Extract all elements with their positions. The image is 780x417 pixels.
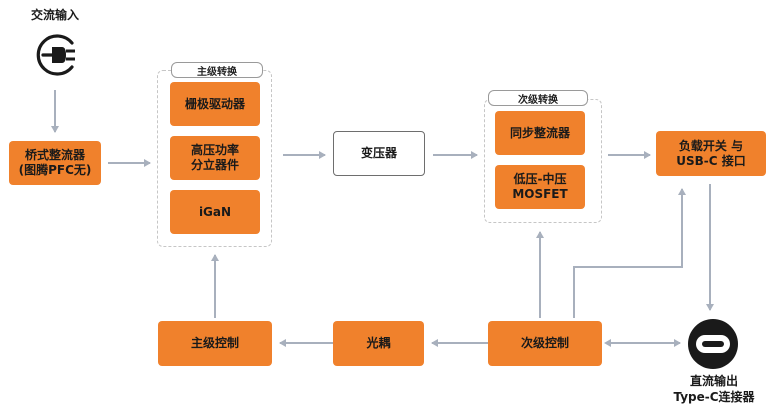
bridge-rectifier-block: 桥式整流器 (图腾PFC无): [9, 141, 101, 185]
secondary-conversion-label: 次级转换: [488, 90, 588, 106]
load-switch-block: 负载开关 与 USB-C 接口: [656, 131, 766, 176]
load-switch-line2: USB-C 接口: [676, 153, 746, 168]
igan-block: iGaN: [170, 190, 260, 234]
optocoupler-block: 光耦: [333, 321, 424, 366]
gate-driver-block: 栅极驱动器: [170, 82, 260, 126]
load-switch-line1: 负载开关 与: [678, 138, 744, 153]
bridge-rectifier-line1: 桥式整流器: [24, 148, 85, 162]
secondary-control-block: 次级控制: [488, 321, 602, 366]
usb-c-port-icon: [687, 318, 739, 370]
dc-output-line1: 直流输出: [689, 374, 738, 388]
transformer-block: 变压器: [333, 131, 425, 176]
arrow-control-to-load: [573, 188, 686, 318]
bridge-rectifier-line2: (图腾PFC无): [18, 163, 92, 177]
lv-mv-mosfet-block: 低压-中压 MOSFET: [495, 165, 585, 209]
ac-input-label: 交流输入: [30, 8, 79, 22]
primary-conversion-label: 主级转换: [171, 62, 263, 78]
primary-control-block: 主级控制: [158, 321, 272, 366]
plug-icon: [31, 30, 81, 80]
sync-rectifier-block: 同步整流器: [495, 111, 585, 155]
dc-output-line2: Type-C连接器: [673, 390, 755, 404]
hv-power-discrete-block: 高压功率 分立器件: [170, 136, 260, 180]
dc-output-caption: 直流输出 Type-C连接器: [668, 373, 760, 405]
